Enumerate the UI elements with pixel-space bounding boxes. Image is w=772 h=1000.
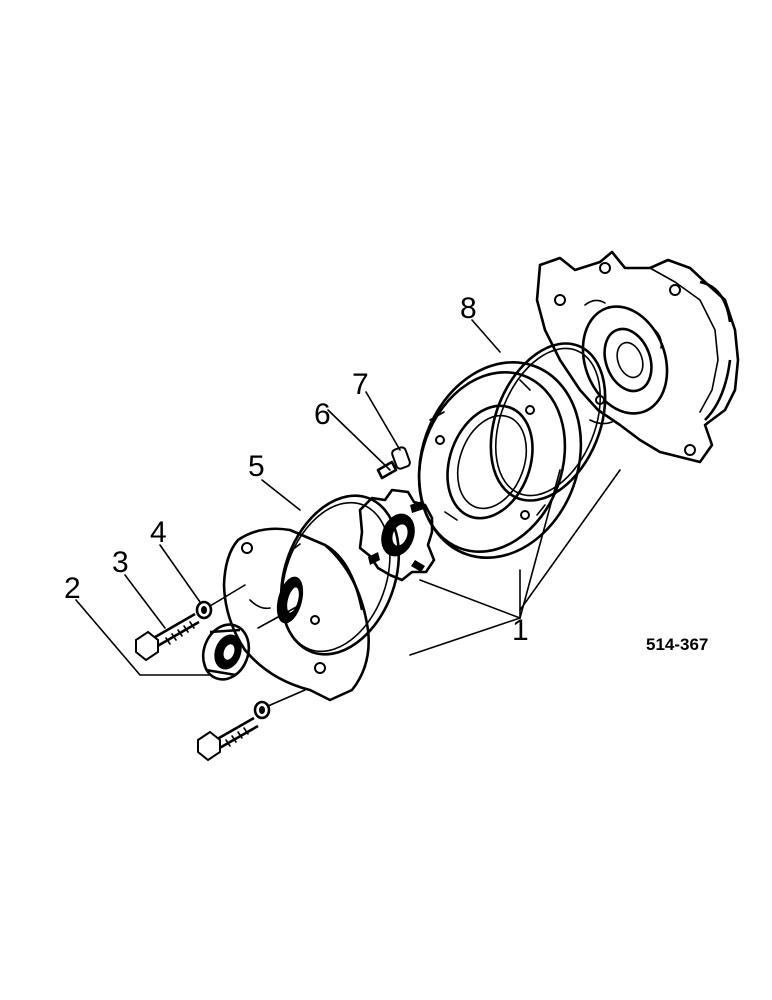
cover-bolt-hole — [310, 615, 320, 625]
gasket-ring — [489, 342, 607, 502]
cover-bolt-hole — [314, 662, 326, 674]
dowel-pin — [391, 446, 411, 470]
lower-hex-bolt — [197, 716, 259, 762]
callout-8: 8 — [460, 292, 477, 325]
callout-5: 5 — [248, 450, 265, 483]
callout-4: 4 — [150, 516, 167, 549]
bolt-hole — [669, 284, 681, 296]
bolt-hole — [684, 444, 696, 456]
shaft-seal — [201, 623, 251, 681]
leader-lines — [75, 319, 561, 676]
callout-6: 6 — [314, 398, 331, 431]
ring-hole — [525, 405, 535, 415]
bolt-hole — [599, 262, 611, 274]
callout-7: 7 — [352, 368, 369, 401]
cover-bolt-hole — [241, 542, 253, 554]
cam-ring — [417, 361, 583, 559]
seal-ring — [279, 494, 401, 656]
bolt-hole — [554, 294, 566, 306]
lower-lock-washer — [253, 700, 271, 720]
hex-bolt — [135, 612, 200, 662]
assembly-axis-lines — [209, 469, 621, 707]
ring-hole — [520, 510, 530, 520]
lock-washer — [195, 600, 213, 620]
vane — [376, 460, 398, 480]
callout-2: 2 — [64, 572, 81, 605]
pump-housing — [535, 250, 740, 464]
callout-3: 3 — [112, 546, 129, 579]
drawing-reference-code: 514-367 — [646, 635, 708, 654]
cover-plate — [222, 527, 370, 702]
callout-1: 1 — [512, 614, 529, 647]
ring-hole — [435, 435, 445, 445]
